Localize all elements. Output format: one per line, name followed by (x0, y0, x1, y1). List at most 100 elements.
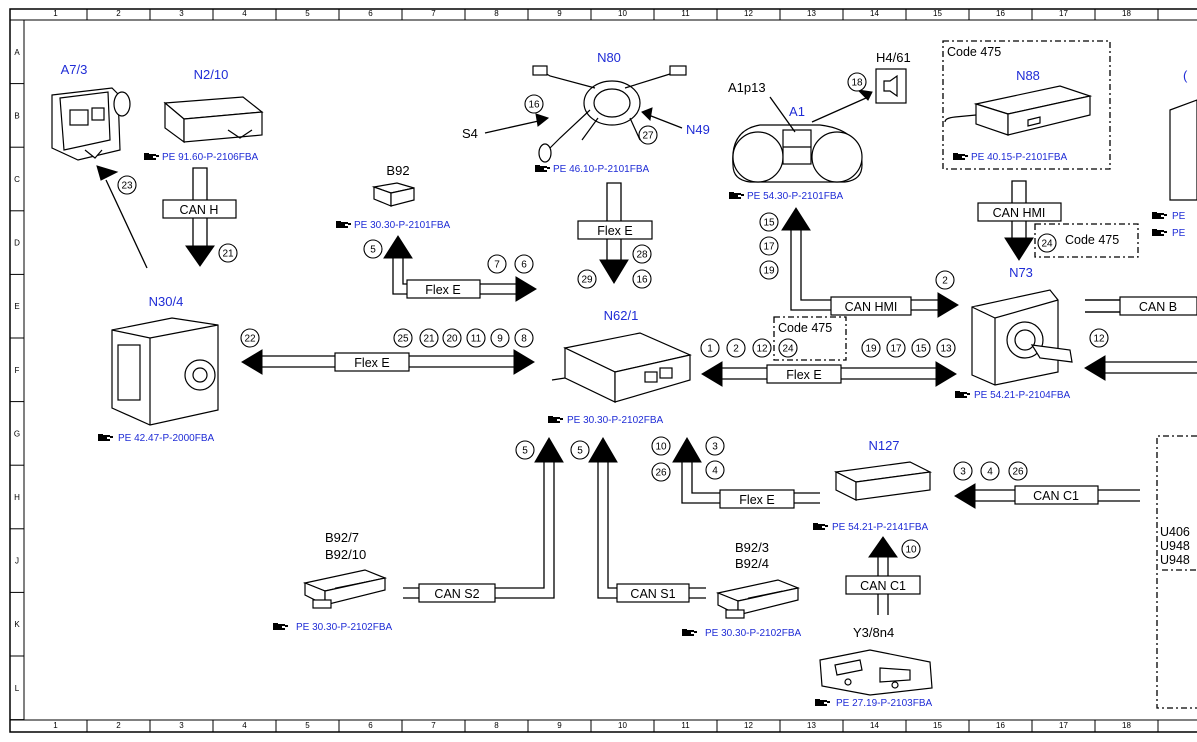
signal-number: 16 (636, 275, 648, 286)
signal-circle (524, 94, 544, 114)
signal-number: 5 (577, 446, 583, 457)
signal-circle (514, 254, 534, 274)
signal-number: 3 (712, 442, 718, 453)
bus-can-b: CAN B (1139, 300, 1177, 314)
bus-flex-e-n80: Flex E (597, 224, 632, 238)
bus-can-c1-y3: CAN C1 (860, 579, 906, 593)
signal-number: 19 (763, 266, 775, 277)
signal-circle (953, 461, 973, 481)
label-u948a: U948 (1160, 539, 1190, 553)
label-b92-3: B92/3 (735, 540, 769, 555)
signal-number: 22 (244, 334, 256, 345)
bus-can-s2: CAN S2 (434, 587, 479, 601)
signal-number: 24 (782, 344, 794, 355)
signal-number: 5 (522, 446, 528, 457)
grid-col-label: 17 (1059, 9, 1068, 18)
bus-can-c1-n127: CAN C1 (1033, 489, 1079, 503)
label-b92-10: B92/10 (325, 547, 366, 562)
grid-col-label: 11 (681, 721, 690, 730)
grid-col-label: 9 (557, 721, 562, 730)
signal-circle (861, 338, 881, 358)
signal-circle (1037, 233, 1057, 253)
signal-number: 24 (1041, 239, 1053, 250)
grid-col-label: 1 (53, 9, 58, 18)
bus-flex-e-n30: Flex E (354, 356, 389, 370)
n88-device (944, 85, 1093, 136)
signal-circle (911, 338, 931, 358)
grid-col-label: 5 (305, 9, 310, 18)
signal-number: 19 (865, 344, 877, 355)
signal-number: 28 (636, 250, 648, 261)
grid-col-label: 14 (870, 721, 879, 730)
signal-number: 26 (1012, 467, 1024, 478)
signal-circle (651, 462, 671, 482)
signal-circle (638, 125, 658, 145)
signal-number: 26 (655, 468, 667, 479)
grid-row-label: L (15, 684, 20, 693)
ref-n62-1: PE 30.30-P-2102FBA (567, 415, 663, 426)
ref-n30-4: PE 42.47-P-2000FBA (118, 433, 214, 444)
signal-number: 16 (528, 100, 540, 111)
grid-row-label: K (14, 620, 20, 629)
code-labels: Code 475 Code 475 Code 475 (778, 45, 1119, 335)
ref-n88: PE 40.15-P-2101FBA (971, 152, 1067, 163)
signal-circle (726, 338, 746, 358)
label-n73: N73 (1009, 265, 1033, 280)
n127-device (833, 461, 933, 501)
signal-circle (240, 328, 260, 348)
signal-circle (466, 328, 486, 348)
grid-col-label: 10 (618, 9, 627, 18)
label-n88: N88 (1016, 68, 1040, 83)
bus-flex-e-lower: Flex E (739, 493, 774, 507)
signal-number: 8 (521, 334, 527, 345)
grid-col-label: 5 (305, 721, 310, 730)
grid-col-label: 8 (494, 721, 499, 730)
label-a1: A1 (789, 104, 805, 119)
signal-circle (700, 338, 720, 358)
grid-row-label: H (14, 493, 20, 502)
grid-row-label: B (14, 111, 19, 120)
bus-label-boxes (162, 199, 1197, 603)
label-b92: B92 (386, 163, 409, 178)
signal-number: 18 (851, 78, 863, 89)
ref-n2-10: PE 91.60-P-2106FBA (162, 152, 258, 163)
signal-number: 9 (497, 334, 503, 345)
code-boxes (773, 40, 1197, 709)
right-edge-device (1085, 99, 1197, 313)
signal-number: 21 (423, 334, 435, 345)
signal-circle (393, 328, 413, 348)
grid-col-label: 15 (933, 721, 942, 730)
grid-col-label: 16 (996, 9, 1005, 18)
b92-7-device (302, 569, 388, 609)
signal-number: 12 (1093, 334, 1105, 345)
grid-col-label: 4 (242, 721, 247, 730)
ref-y3-8n4: PE 27.19-P-2103FBA (836, 698, 932, 709)
y3-8n4-device (819, 649, 933, 696)
signal-circle (117, 175, 137, 195)
label-n80: N80 (597, 50, 621, 65)
bus-labels: CAN H Flex E Flex E CAN HMI CAN HMI CAN … (180, 203, 1178, 601)
a1-device (732, 124, 863, 183)
label-cut-paren: ( (1183, 68, 1188, 83)
signal-circle (759, 212, 779, 232)
h4-61-device (875, 68, 907, 104)
label-a7-3: A7/3 (61, 62, 88, 77)
signal-circle (651, 436, 671, 456)
signal-circle (442, 328, 462, 348)
signal-circle (632, 244, 652, 264)
b92-3-device (715, 579, 801, 619)
signal-number: 23 (121, 181, 133, 192)
signal-number: 15 (763, 218, 775, 229)
signal-circle (218, 243, 238, 263)
grid-row-label: J (15, 557, 19, 566)
signal-number: 7 (494, 260, 500, 271)
bus-can-hmi-n88: CAN HMI (993, 206, 1046, 220)
bus-can-s1: CAN S1 (630, 587, 675, 601)
ref-n73: PE 54.21-P-2104FBA (974, 390, 1070, 401)
signal-circle (759, 260, 779, 280)
label-a1p13: A1p13 (728, 80, 766, 95)
ref-n80: PE 46.10-P-2101FBA (553, 164, 649, 175)
grid-col-label: 7 (431, 9, 436, 18)
